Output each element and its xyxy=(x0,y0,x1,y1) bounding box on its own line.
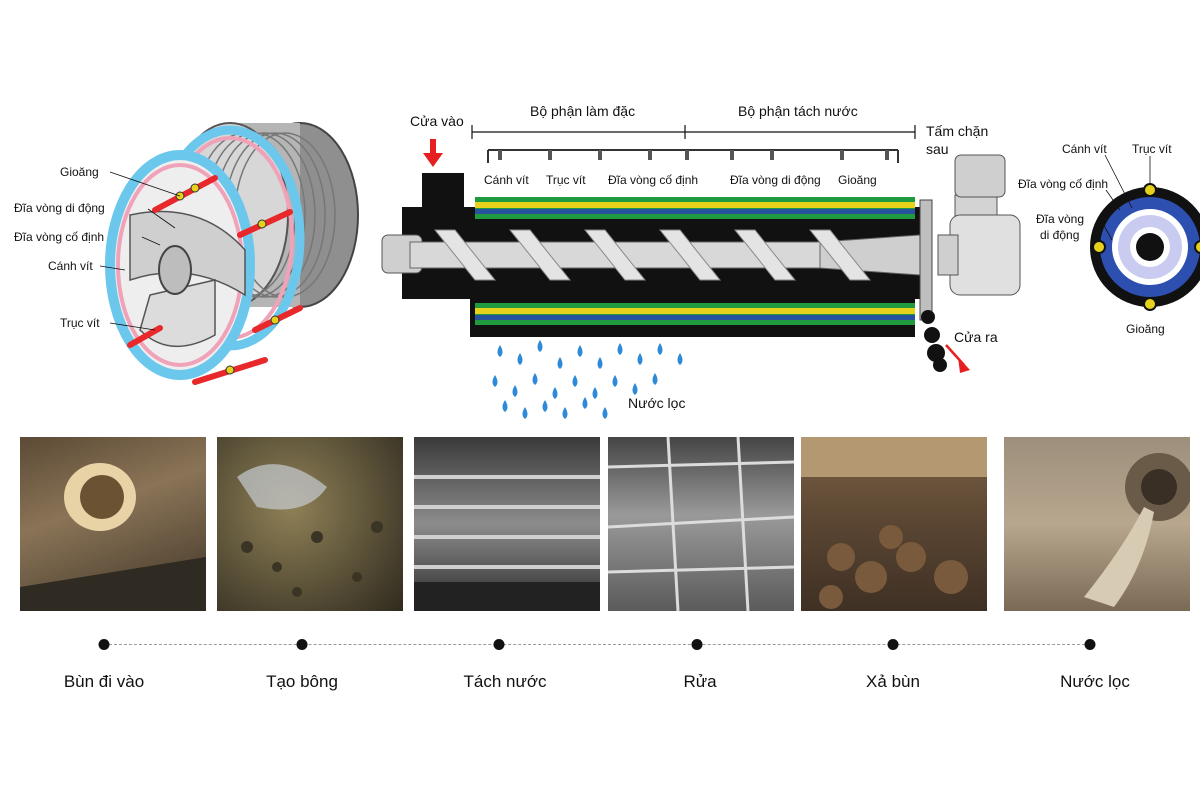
label-cs-screw-shaft: Trục vít xyxy=(1132,142,1172,156)
step-dot-sludge-discharge xyxy=(887,639,899,650)
label-cs-fixed-ring: Đĩa vòng cố định xyxy=(1018,177,1109,191)
label-thickening-section: Bộ phận làm đặc xyxy=(530,103,636,119)
photo-sludge-discharge xyxy=(801,437,987,611)
label-back-plate-line1: Tấm chặn xyxy=(926,123,989,139)
label-inner-screw-blade: Cánh vít xyxy=(484,173,529,187)
photo-flocculation xyxy=(217,437,403,611)
label-moving-ring: Đĩa vòng di động xyxy=(14,201,105,215)
step-label-filtrate: Nước lọc xyxy=(1060,672,1130,691)
process-timeline xyxy=(104,644,1090,645)
photo-sludge-inlet xyxy=(20,437,206,611)
exploded-module-diagram: Gioăng Đĩa vòng di động Đĩa vòng cố định… xyxy=(0,120,380,410)
label-screw-shaft: Trục vít xyxy=(60,316,100,330)
label-inner-fixed-ring: Đĩa vòng cố định xyxy=(608,173,699,187)
step-label-dewatering: Tách nước xyxy=(463,672,547,691)
label-inlet: Cửa vào xyxy=(410,113,464,129)
step-dot-flocculation xyxy=(296,639,308,650)
step-label-sludge-discharge: Xả bùn xyxy=(866,672,920,691)
step-label-sludge-inlet: Bùn đi vào xyxy=(63,672,145,691)
cross-section-diagram: Cánh vít Trục vít Đĩa vòng cố định Đĩa v… xyxy=(1010,130,1200,350)
label-inner-screw-shaft: Trục vít xyxy=(546,173,586,187)
label-cs-gasket: Gioăng xyxy=(1126,322,1165,336)
step-dot-dewatering xyxy=(493,639,505,650)
label-dewatering-section: Bộ phận tách nước xyxy=(738,103,858,119)
step-dot-sludge-inlet xyxy=(98,639,110,650)
label-outlet: Cửa ra xyxy=(954,329,998,345)
exploded-module-illustration xyxy=(99,122,359,385)
label-gasket: Gioăng xyxy=(60,165,99,179)
label-inner-moving-ring: Đĩa vòng di động xyxy=(730,173,821,187)
photo-filtrate xyxy=(1004,437,1190,611)
machine-diagram: Cửa vào Bộ phận làm đặc Bộ phận tách nướ… xyxy=(380,95,1040,425)
photo-washing xyxy=(608,437,794,611)
step-label-washing: Rửa xyxy=(683,672,717,691)
label-cs-moving-ring-line2: di động xyxy=(1040,228,1080,242)
label-cs-moving-ring-line1: Đĩa vòng xyxy=(1036,212,1085,226)
cross-section-illustration xyxy=(1090,154,1200,311)
step-label-flocculation: Tạo bông xyxy=(266,672,338,691)
label-screw-blade: Cánh vít xyxy=(48,259,93,273)
photo-dewatering xyxy=(414,437,600,611)
label-inner-gasket: Gioăng xyxy=(838,173,877,187)
label-filtrate: Nước lọc xyxy=(628,395,686,411)
label-back-plate-line2: sau xyxy=(926,141,949,157)
step-dot-filtrate xyxy=(1084,639,1096,650)
step-dot-washing xyxy=(691,639,703,650)
label-fixed-ring: Đĩa vòng cố định xyxy=(14,230,105,244)
machine-illustration xyxy=(381,125,1021,419)
label-cs-screw-blade: Cánh vít xyxy=(1062,142,1107,156)
